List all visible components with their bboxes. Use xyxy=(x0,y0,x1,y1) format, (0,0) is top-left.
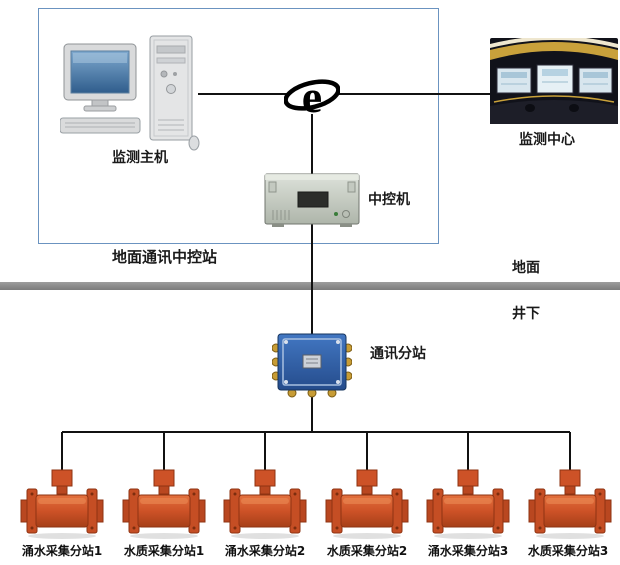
desktop-computer-icon xyxy=(59,35,200,151)
monitoring-host-label: 监测主机 xyxy=(112,150,168,166)
device-label-1: 涌水采集分站1 xyxy=(21,544,103,558)
surface-underground-divider xyxy=(0,282,620,290)
central-controller-label: 中控机 xyxy=(368,192,410,208)
device-label-4: 水质采集分站2 xyxy=(326,544,408,558)
flow-meter-icon xyxy=(122,469,206,539)
monitoring-center-photo xyxy=(490,36,618,124)
ground-station-label: 地面通讯中控站 xyxy=(112,248,218,266)
monitoring-center-node xyxy=(490,36,618,128)
flow-meter-icon xyxy=(528,469,612,539)
internet-node: e xyxy=(283,66,341,126)
device-label-3: 涌水采集分站2 xyxy=(224,544,306,558)
monitoring-host-node xyxy=(59,34,200,156)
flow-meter-icon xyxy=(325,469,409,539)
surface-zone-label: 地面 xyxy=(512,260,540,276)
internet-e-icon: e xyxy=(283,71,341,122)
svg-text:e: e xyxy=(302,71,322,122)
comm-substation-node xyxy=(271,330,353,402)
device-node-1 xyxy=(20,468,104,544)
junction-box-icon xyxy=(271,333,353,398)
device-node-4 xyxy=(325,468,409,544)
ground-station-boundary xyxy=(38,8,439,244)
device-node-3 xyxy=(223,468,307,544)
device-node-6 xyxy=(528,468,612,544)
flow-meter-icon xyxy=(20,469,104,539)
device-node-5 xyxy=(426,468,510,544)
underground-zone-label: 井下 xyxy=(512,306,540,322)
flow-meter-icon xyxy=(223,469,307,539)
device-node-2 xyxy=(122,468,206,544)
central-controller-node xyxy=(264,166,360,232)
device-label-6: 水质采集分站3 xyxy=(527,544,609,558)
flow-meter-icon xyxy=(426,469,510,539)
comm-substation-label: 通讯分站 xyxy=(370,346,426,362)
device-label-2: 水质采集分站1 xyxy=(123,544,205,558)
rack-server-icon xyxy=(264,173,360,227)
monitoring-center-label: 监测中心 xyxy=(519,132,575,148)
device-label-5: 涌水采集分站3 xyxy=(427,544,509,558)
